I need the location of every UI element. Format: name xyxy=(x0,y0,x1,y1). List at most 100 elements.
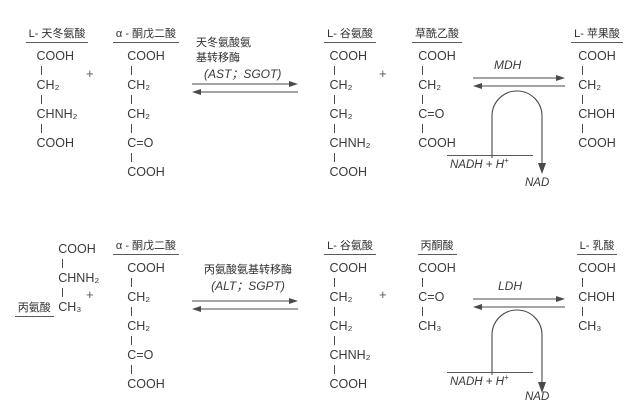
formula-atom: CH₂ xyxy=(329,319,353,333)
formula-atom: COOH xyxy=(36,49,75,63)
bond-line xyxy=(330,336,371,345)
formula-atom: CHNH₂ xyxy=(36,107,78,121)
plus-sign: + xyxy=(379,287,387,302)
bond-line xyxy=(578,307,616,316)
plus-sign: + xyxy=(379,66,387,81)
enzyme-name-cn-line1: 天冬氨酸氨 xyxy=(196,37,251,49)
bond-line xyxy=(578,95,616,104)
formula-atom: COOH xyxy=(578,261,616,275)
formula-atom: CH₂ xyxy=(329,78,353,92)
formula-alanine: COOH CHNH₂ CH₃ xyxy=(58,239,99,317)
formula-atom: CH₃ xyxy=(578,319,602,333)
bond-line xyxy=(418,307,456,316)
bond-line xyxy=(127,365,165,374)
bond-line xyxy=(418,95,456,104)
formula-atom: COOH xyxy=(329,165,368,179)
formula-atom: CHOH xyxy=(578,107,616,121)
formula-atom: CHNH₂ xyxy=(58,271,100,285)
bond-line xyxy=(127,95,165,104)
formula-glutamate-bottom: COOH CH₂ CH₂ CHNH₂ COOH xyxy=(330,258,371,394)
formula-atom: C=O xyxy=(418,107,445,121)
compound-oxaloacetate: 草酰乙酸 COOH CH₂ C=O COOH xyxy=(398,24,476,153)
bond-line xyxy=(127,278,165,287)
enzyme-name-cn-line1: 丙氨酸氨基转移酶 xyxy=(204,264,292,276)
formula-atom: C=O xyxy=(127,136,154,150)
formula-atom: CH₂ xyxy=(418,78,442,92)
formula-atom: COOH xyxy=(418,49,456,63)
plus-sign: + xyxy=(86,287,94,302)
formula-pyruvate: COOH C=O CH₃ xyxy=(418,258,456,336)
bond-line xyxy=(127,153,165,162)
reversible-arrow-mdh xyxy=(473,74,565,92)
bond-line xyxy=(127,336,165,345)
cofactor-nad-mdh: NAD xyxy=(525,177,550,189)
cofactor-rule-mdh xyxy=(447,155,533,156)
bond-line xyxy=(330,124,371,133)
reversible-arrow-alt xyxy=(192,297,298,315)
bond-line xyxy=(330,278,371,287)
compound-label: α - 酮戊二酸 xyxy=(112,239,180,255)
cofactor-rule-ldh xyxy=(447,372,533,373)
bond-line xyxy=(58,259,99,268)
bond-line xyxy=(330,95,371,104)
reversible-arrow-ldh xyxy=(473,295,565,313)
cofactor-nad-ldh: NAD xyxy=(525,391,550,403)
compound-label: L- 谷氨酸 xyxy=(324,239,376,255)
formula-atom: CH₃ xyxy=(418,319,442,333)
bond-line xyxy=(37,124,78,133)
bond-line xyxy=(578,66,616,75)
formula-atom: COOH xyxy=(329,49,368,63)
bond-line xyxy=(330,307,371,316)
formula-atom: COOH xyxy=(418,261,456,275)
bond-line xyxy=(37,66,78,75)
compound-alpha-ketoglutarate-bottom: α - 酮戊二酸 COOH CH₂ CH₂ C=O COOH xyxy=(102,236,190,394)
bond-line xyxy=(418,278,456,287)
bond-line xyxy=(418,124,456,133)
bond-line xyxy=(37,95,78,104)
formula-atom: COOH xyxy=(329,261,368,275)
bond-line xyxy=(330,153,371,162)
formula-malate: COOH CH₂ CHOH COOH xyxy=(578,46,616,153)
formula-lactate: COOH CHOH CH₃ xyxy=(578,258,616,336)
enzyme-label-ldh: LDH xyxy=(498,279,523,293)
enzyme-name-cn-line2: 基转移酶 xyxy=(196,52,240,64)
enzyme-label-alt: 丙氨酸氨基转移酶 (ALT；SGPT) xyxy=(190,263,306,294)
bond-line xyxy=(127,66,165,75)
compound-label: α - 酮戊二酸 xyxy=(112,27,180,43)
cofactor-text: NADH + H xyxy=(450,375,504,388)
formula-atom: CH₂ xyxy=(127,78,151,92)
compound-pyruvate: 丙酮酸 COOH C=O CH₃ xyxy=(398,236,476,336)
formula-atom: CHOH xyxy=(578,290,616,304)
formula-atom: C=O xyxy=(127,348,154,362)
formula-atom: COOH xyxy=(58,242,96,256)
enzyme-label-ast: 天冬氨酸氨 基转移酶 (AST；SGOT) xyxy=(196,36,300,82)
formula-atom: COOH xyxy=(578,49,616,63)
cofactor-nadh-mdh: NADH + H+ xyxy=(450,156,509,171)
formula-atom: CH₂ xyxy=(127,107,151,121)
cofactor-arch-mdh xyxy=(480,86,562,181)
cofactor-nadh-ldh: NADH + H+ xyxy=(450,373,509,388)
reversible-arrow-ast xyxy=(192,80,298,98)
cofactor-charge: + xyxy=(504,373,509,382)
cofactor-text: NADH + H xyxy=(450,158,504,171)
compound-aspartate: L- 天冬氨酸 COOH CH₂ CHNH₂ COOH xyxy=(14,24,100,153)
formula-atom: CH₂ xyxy=(127,319,151,333)
formula-alpha-ketoglutarate-bottom: COOH CH₂ CH₂ C=O COOH xyxy=(127,258,165,394)
formula-atom: COOH xyxy=(127,49,165,63)
compound-label: 丙氨酸 xyxy=(14,301,54,317)
bond-line xyxy=(578,124,616,133)
formula-atom: CH₂ xyxy=(578,78,602,92)
formula-atom: COOH xyxy=(36,136,75,150)
compound-alpha-ketoglutarate: α - 酮戊二酸 COOH CH₂ CH₂ C=O COOH xyxy=(102,24,190,182)
formula-atom: C=O xyxy=(418,290,445,304)
formula-atom: CH₂ xyxy=(127,290,151,304)
cofactor-arch-ldh xyxy=(480,307,562,402)
compound-alanine: 丙氨酸 COOH CHNH₂ CH₃ xyxy=(14,236,100,317)
bond-line xyxy=(330,66,371,75)
compound-glutamate-bottom: L- 谷氨酸 COOH CH₂ CH₂ CHNH₂ COOH xyxy=(307,236,393,394)
formula-atom: COOH xyxy=(418,136,456,150)
formula-atom: CH₃ xyxy=(58,300,82,314)
bond-line xyxy=(418,66,456,75)
compound-lactate: L- 乳酸 COOH CHOH CH₃ xyxy=(558,236,636,336)
